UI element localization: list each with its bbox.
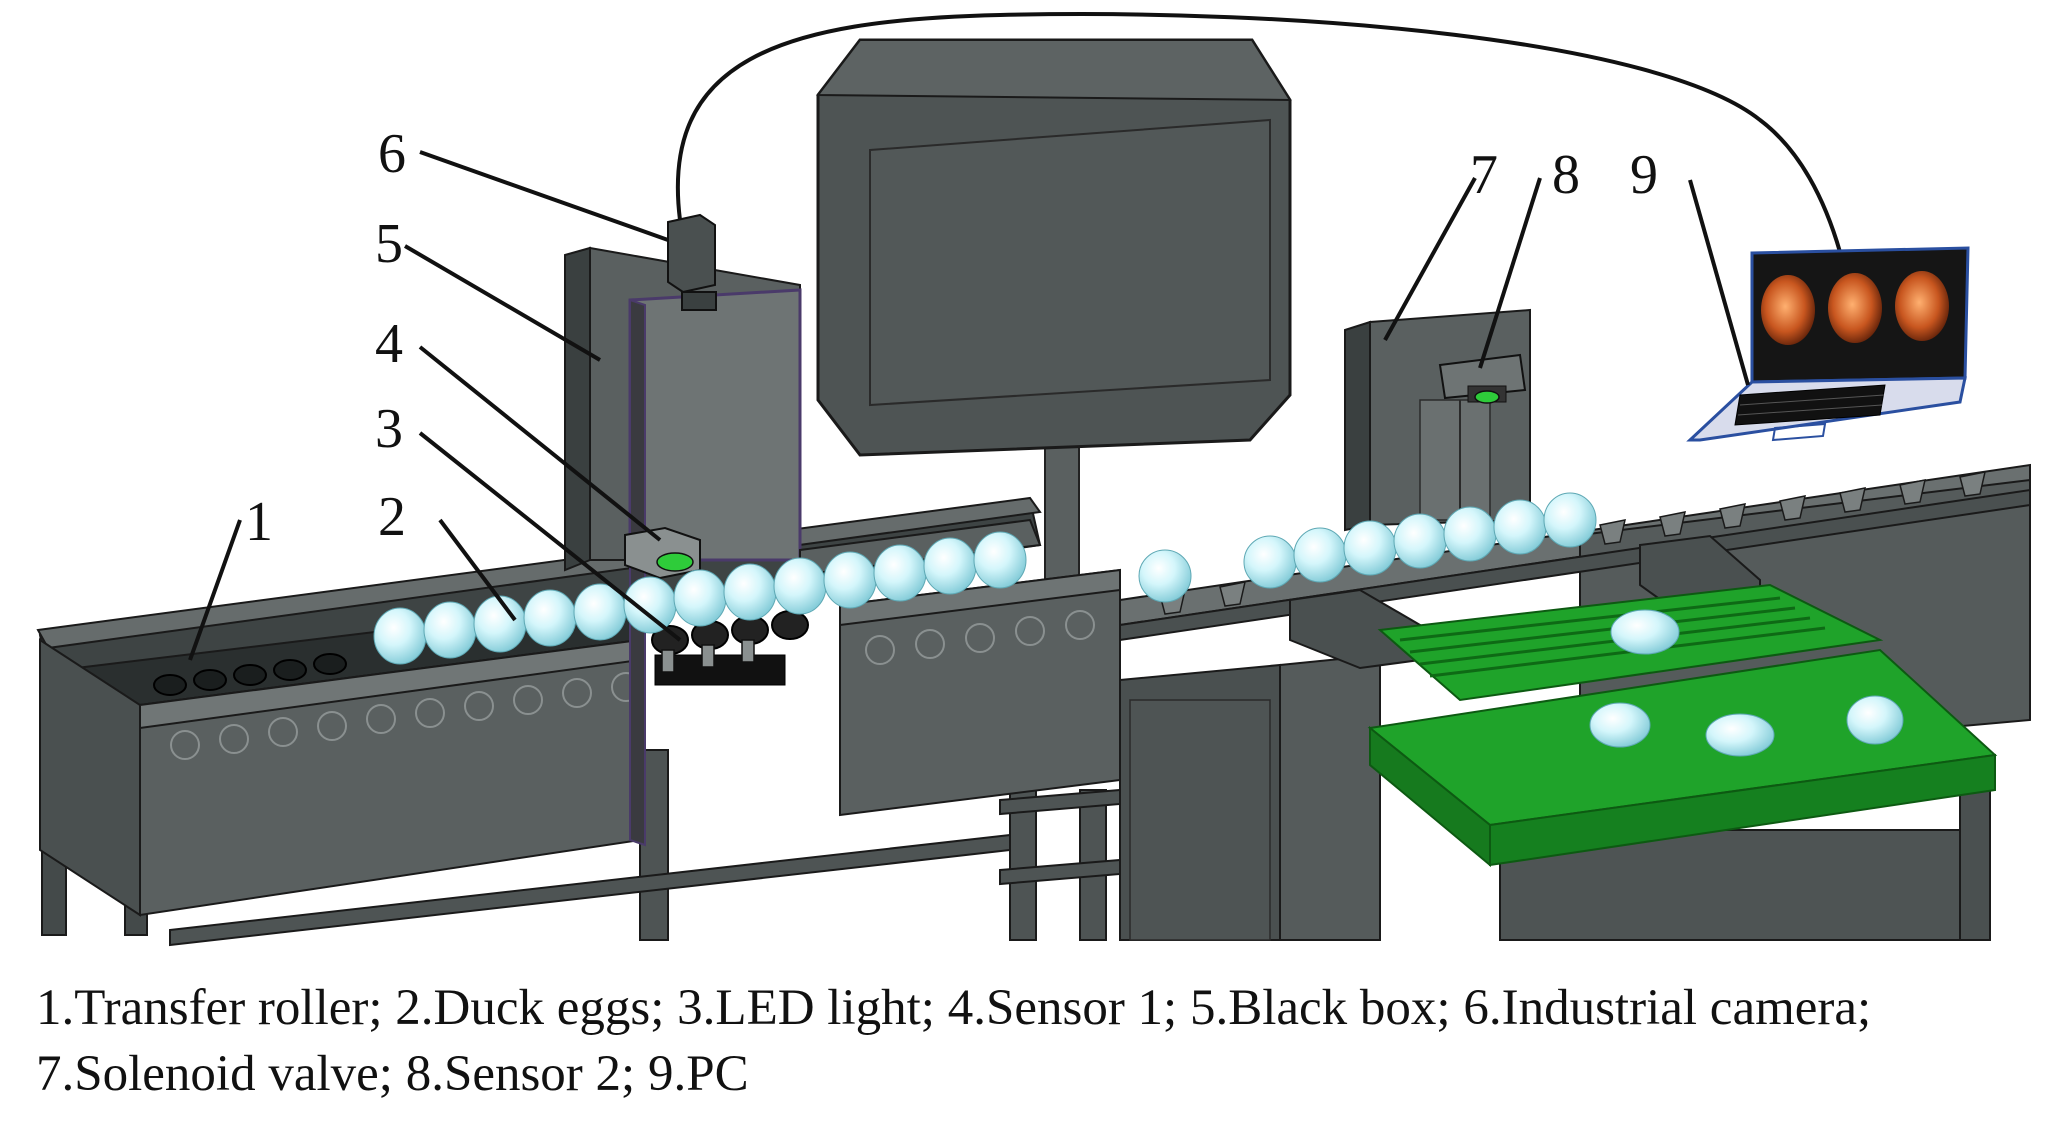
callout-numbers: 1 2 3 4 5 6 7 8 9 [245, 123, 1658, 553]
label-3-led-light: 3 [375, 398, 403, 460]
label-6-industrial-camera: 6 [378, 123, 406, 185]
label-9-pc: 9 [1630, 144, 1658, 206]
solenoid-valve [1344, 308, 1531, 532]
industrial-camera [667, 213, 717, 311]
middle-conveyor [799, 518, 1121, 817]
pc-laptop [1686, 246, 1970, 442]
figure-caption: 1.Transfer roller; 2.Duck eggs; 3.LED li… [36, 975, 2046, 1107]
sensor-1 [624, 526, 701, 580]
equipment-diagram: 1 2 3 4 5 6 7 8 9 [36, 12, 2031, 947]
label-2-duck-eggs: 2 [378, 486, 406, 548]
camera-cable [675, 12, 1842, 253]
control-cabinet [815, 38, 1292, 586]
caption-line-2: 7.Solenoid valve; 8.Sensor 2; 9.PC [36, 1046, 749, 1102]
base-frame [169, 749, 1121, 947]
caption-line-1: 1.Transfer roller; 2.Duck eggs; 3.LED li… [36, 980, 1872, 1036]
label-4-sensor-1: 4 [375, 313, 403, 375]
sensor-2 [1438, 353, 1527, 404]
duck-eggs [373, 492, 1904, 757]
label-7-solenoid-valve: 7 [1470, 144, 1498, 206]
led-lights [651, 610, 809, 686]
leader-lines [188, 150, 1750, 661]
label-1-transfer-roller: 1 [245, 491, 273, 553]
label-5-black-box: 5 [375, 213, 403, 275]
label-8-sensor-2: 8 [1552, 144, 1580, 206]
sorting-tray [1289, 534, 1998, 868]
black-box [564, 246, 802, 847]
